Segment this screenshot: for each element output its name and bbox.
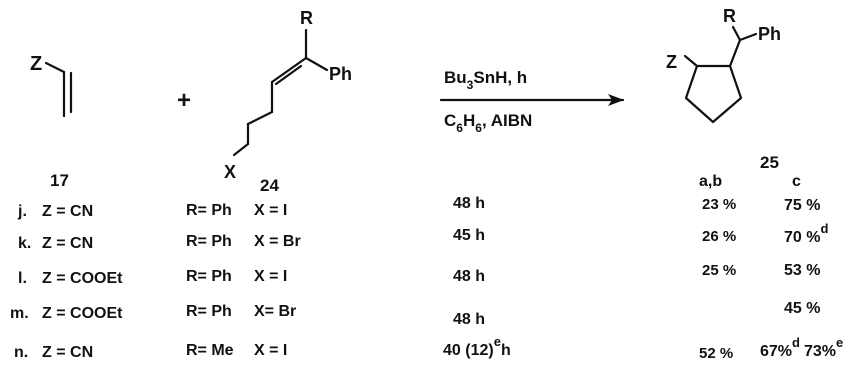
- row-entry: l.: [18, 270, 27, 287]
- plus-sign: +: [177, 87, 191, 114]
- row-yield-ab: 23 %: [702, 196, 736, 213]
- row-r: R= Ph: [186, 233, 232, 250]
- row-x: X = Br: [254, 233, 301, 250]
- table-row: m. Z = COOEt R= Ph X= Br 48 h 45 %: [10, 300, 820, 328]
- bond-z-25: [683, 54, 699, 68]
- atom-r-24: R: [300, 8, 313, 28]
- row-entry: k.: [18, 235, 31, 252]
- table-row: l. Z = COOEt R= Ph X = I 48 h 25 % 53 %: [18, 262, 820, 287]
- compound-label-17: 17: [50, 171, 69, 190]
- row-yield-ab: 52 %: [699, 345, 733, 362]
- atom-z-25: Z: [666, 52, 677, 72]
- atom-r-25: R: [723, 6, 736, 26]
- row-r: R= Ph: [186, 303, 232, 320]
- row-yield-c: 75 %: [784, 197, 820, 214]
- row-time: 48 h: [453, 311, 485, 328]
- row-r: R= Me: [186, 342, 234, 359]
- row-yield-ab: 26 %: [702, 228, 736, 245]
- row-x: X = I: [254, 268, 287, 285]
- header-ab: a,b: [699, 173, 722, 190]
- row-time: 48 h: [453, 195, 485, 212]
- row-z: Z = CN: [42, 235, 93, 252]
- row-x: X= Br: [254, 303, 296, 320]
- row-yield-c: 67%d73%e: [760, 335, 843, 360]
- bond-ph-25: [738, 32, 758, 42]
- table-row: j. Z = CN R= Ph X = I 48 h 23 % 75 %: [17, 195, 820, 220]
- header-c: c: [792, 173, 801, 190]
- row-z: Z = CN: [42, 344, 93, 361]
- compound-label-24: 24: [260, 176, 279, 195]
- row-r: R= Ph: [186, 268, 232, 285]
- bond-r-25: [731, 25, 742, 42]
- row-yield-c: 45 %: [784, 300, 820, 317]
- row-entry: m.: [10, 305, 29, 322]
- bond-z-c: [44, 61, 66, 74]
- bond-ph: [304, 56, 329, 72]
- atom-x-24: X: [224, 162, 236, 182]
- bond-ring-sub: [728, 38, 742, 68]
- bond-alkene-1: [270, 56, 308, 84]
- table-row: k. Z = CN R= Ph X = Br 45 h 26 % 70 %d: [18, 221, 828, 252]
- row-time: 45 h: [453, 227, 485, 244]
- row-yield-c: 70 %d: [784, 221, 828, 246]
- reactant-24: R Ph X 24: [224, 8, 352, 195]
- atom-z-17: Z: [30, 53, 42, 75]
- row-z: Z = CN: [42, 203, 93, 220]
- row-x: X = I: [254, 342, 287, 359]
- row-yield-c: 53 %: [784, 262, 820, 279]
- condition-line-2: C6H6, AIBN: [444, 111, 532, 135]
- reactant-17: Z 17: [30, 53, 73, 190]
- bond-chain-x: [232, 142, 250, 157]
- row-time: 48 h: [453, 268, 485, 285]
- row-z: Z = COOEt: [42, 305, 123, 322]
- atom-ph-24: Ph: [329, 64, 352, 84]
- compound-label-25: 25: [760, 153, 779, 172]
- arrow-head: [608, 94, 624, 106]
- product-25: R Ph Z 25: [666, 6, 781, 172]
- row-time: 40 (12)eh: [443, 334, 511, 359]
- atom-ph-25: Ph: [758, 24, 781, 44]
- table-row: n. Z = CN R= Me X = I 40 (12)eh 52 % 67%…: [14, 334, 843, 362]
- bond-alkene-2: [274, 64, 303, 86]
- row-entry: j.: [17, 203, 27, 220]
- reaction-arrow-group: Bu3SnH, h C6H6, AIBN: [439, 68, 625, 135]
- row-entry: n.: [14, 344, 28, 361]
- cyclopentane-ring: [684, 64, 743, 124]
- row-r: R= Ph: [186, 202, 232, 219]
- bond-chain-2: [246, 110, 274, 126]
- row-z: Z = COOEt: [42, 270, 123, 287]
- row-x: X = I: [254, 202, 287, 219]
- row-yield-ab: 25 %: [702, 262, 736, 279]
- condition-line-1: Bu3SnH, h: [444, 68, 527, 92]
